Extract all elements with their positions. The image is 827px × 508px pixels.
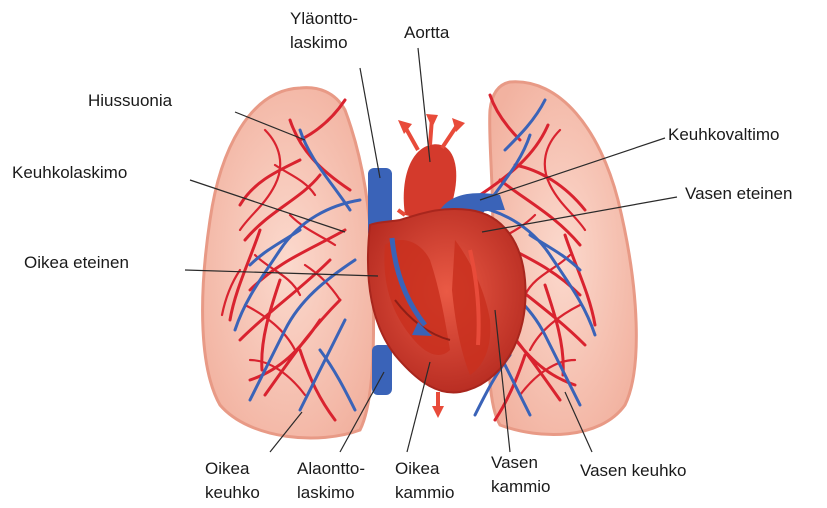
label-right-lung-2: keuhko: [205, 483, 260, 502]
label-left-atrium: Vasen eteinen: [685, 184, 792, 203]
label-left-ventricle-1: Vasen: [491, 453, 538, 472]
label-capillaries: Hiussuonia: [88, 91, 173, 110]
label-inferior-vena-cava-2: laskimo: [297, 483, 355, 502]
label-superior-vena-cava-1: Yläontto-: [290, 9, 358, 28]
label-right-ventricle-1: Oikea: [395, 459, 440, 478]
label-left-ventricle-2: kammio: [491, 477, 551, 496]
label-left-lung: Vasen keuhko: [580, 461, 686, 480]
label-right-atrium: Oikea eteinen: [24, 253, 129, 272]
label-pulmonary-vein: Keuhkolaskimo: [12, 163, 127, 182]
label-right-ventricle-2: kammio: [395, 483, 455, 502]
label-superior-vena-cava-2: laskimo: [290, 33, 348, 52]
label-pulmonary-artery: Keuhkovaltimo: [668, 125, 780, 144]
label-inferior-vena-cava-1: Alaontto-: [297, 459, 365, 478]
right-lung-shape: [203, 88, 374, 438]
label-aorta: Aortta: [404, 23, 450, 42]
label-right-lung-1: Oikea: [205, 459, 250, 478]
